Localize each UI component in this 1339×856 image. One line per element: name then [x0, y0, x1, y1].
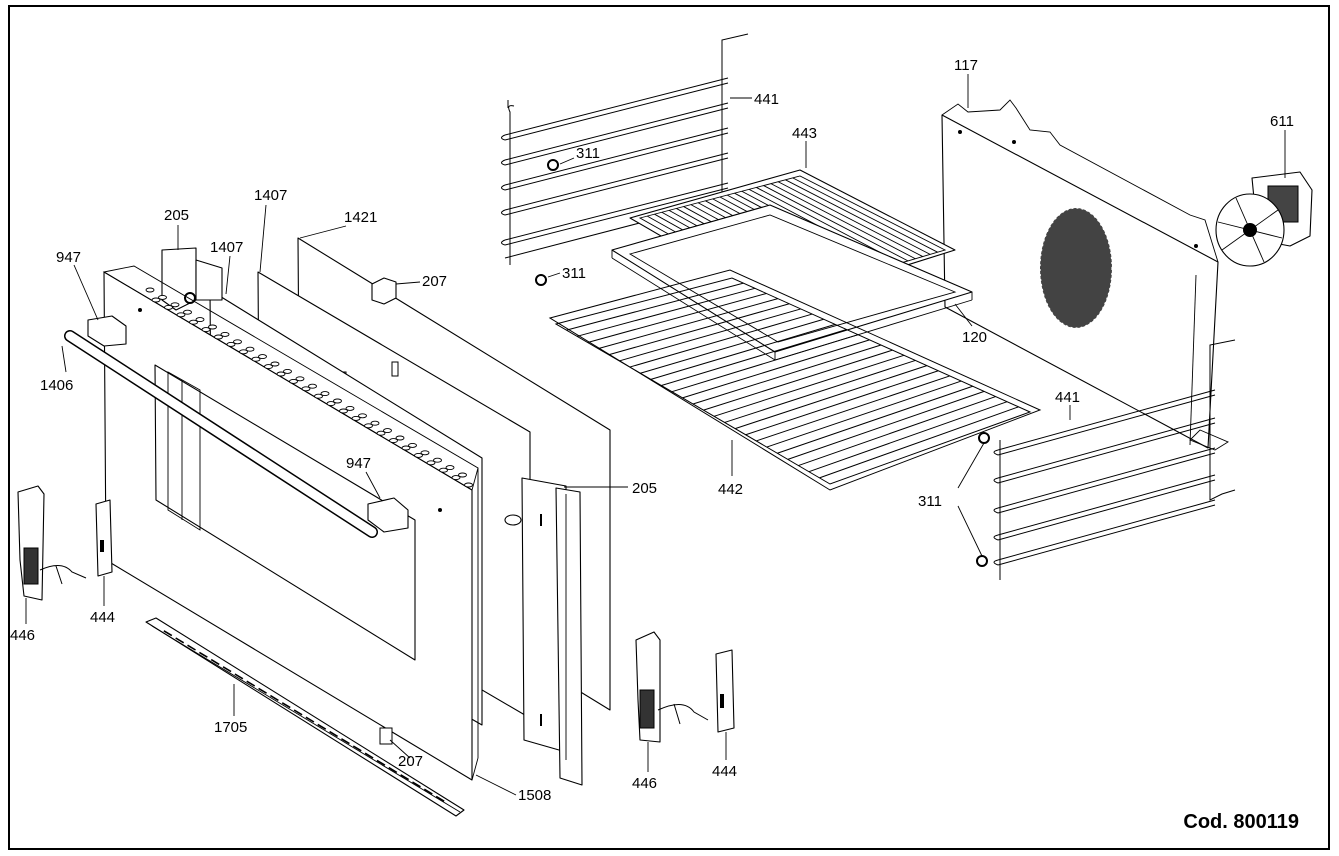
callout-441-left: 441 [754, 91, 779, 108]
callout-311-c: 311 [918, 493, 942, 510]
callout-1705: 1705 [214, 719, 247, 736]
callout-947-left: 947 [56, 249, 81, 266]
callout-205-left: 205 [164, 207, 189, 224]
callout-443: 443 [792, 125, 817, 142]
door-profile-205-left [161, 247, 223, 311]
callout-441-right: 441 [1055, 389, 1080, 406]
callout-1508: 1508 [518, 787, 551, 804]
callout-1407-front: 1407 [210, 239, 243, 256]
screw-311-d [976, 555, 988, 567]
back-panel-117 [941, 99, 1219, 449]
screw-311-b [535, 274, 547, 286]
door-handle-1406 [64, 315, 409, 538]
callout-labels: 117 611 441 443 311 311 120 441 442 311 … [10, 57, 1294, 804]
part-code: Cod. 800119 [1183, 811, 1299, 833]
wire-shelf-442 [548, 269, 1042, 491]
side-holder-444-left [95, 499, 113, 577]
screw-311-c [978, 432, 990, 444]
clip-207-top [371, 277, 397, 305]
door-profile-205-right [504, 477, 583, 786]
callout-207-bottom: 207 [398, 753, 423, 770]
hinge-446-left [17, 485, 87, 601]
callout-1406: 1406 [40, 377, 73, 394]
handle-mount-947-left [87, 315, 127, 347]
diagram-frame [8, 5, 1330, 850]
callout-611: 611 [1270, 113, 1294, 130]
fan-motor-611 [1215, 171, 1313, 267]
hinge-446-right [635, 631, 709, 743]
callout-205-right: 205 [632, 480, 657, 497]
handle-mount-947-right [367, 497, 409, 533]
ventilation-grille [1039, 207, 1113, 329]
side-rack-441-right [993, 339, 1236, 580]
callout-311-a: 311 [576, 145, 600, 162]
callout-947-right: 947 [346, 455, 371, 472]
side-holder-444-right [715, 649, 735, 733]
side-rack-441-left [501, 33, 749, 265]
callout-120: 120 [962, 329, 987, 346]
callout-207-top: 207 [422, 273, 447, 290]
callout-446-right: 446 [632, 775, 657, 792]
callout-1421: 1421 [344, 209, 377, 226]
clip-207-bottom [379, 727, 393, 745]
bottom-profile-1705 [145, 617, 465, 817]
callout-446-left: 446 [10, 627, 35, 644]
screw-311-a [547, 159, 559, 171]
callout-1407-back: 1407 [254, 187, 287, 204]
callout-444-left: 444 [90, 609, 115, 626]
callout-311-b: 311 [562, 265, 586, 282]
callout-444-right: 444 [712, 763, 737, 780]
leader-lines [25, 74, 1286, 796]
callout-442: 442 [718, 481, 743, 498]
callout-117: 117 [954, 57, 978, 74]
